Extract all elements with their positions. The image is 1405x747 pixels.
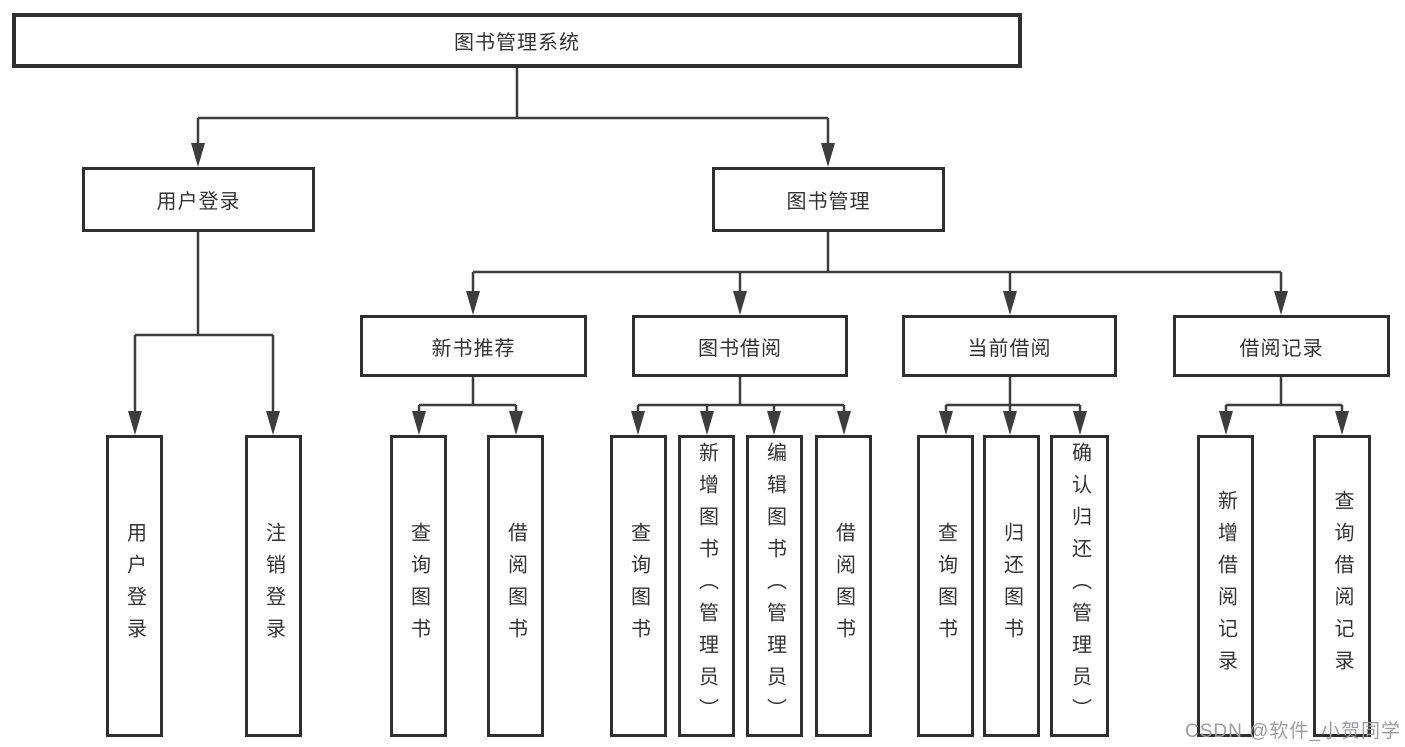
node-borrowing-records-label: 借阅记录 [1239, 337, 1324, 360]
csdn-watermark: CSDN @软件_小贺同学 [1185, 721, 1401, 742]
leaf-borrow-books-label: 借阅图书 [832, 522, 855, 650]
leaf-return-books: 归还图书 [983, 435, 1040, 737]
node-book-borrowing-label: 图书借阅 [698, 337, 782, 360]
leaf-confirm-return-admin: 确认归还（管理员） [1050, 435, 1109, 737]
leaf-logout: 注销登录 [245, 435, 302, 737]
leaf-add-borrow-record-label: 新增借阅记录 [1214, 490, 1237, 682]
leaf-return-books-label: 归还图书 [1000, 522, 1023, 650]
leaf-query-books-borrow: 查询图书 [610, 435, 667, 737]
leaf-user-login: 用户登录 [106, 435, 163, 737]
leaf-borrow-books: 借阅图书 [815, 435, 872, 737]
leaf-query-books-recommend-label: 查询图书 [407, 522, 430, 650]
leaf-add-books-admin: 新增图书（管理员） [678, 435, 735, 737]
leaf-query-books-current-label: 查询图书 [934, 522, 957, 650]
node-user-login: 用户登录 [82, 167, 315, 232]
leaf-query-borrow-record: 查询借阅记录 [1313, 435, 1371, 737]
leaf-query-books-recommend: 查询图书 [390, 435, 447, 737]
leaf-add-books-admin-label: 新增图书（管理员） [695, 442, 718, 730]
leaf-query-books-current: 查询图书 [917, 435, 974, 737]
leaf-logout-label: 注销登录 [262, 522, 285, 650]
node-borrowing-records: 借阅记录 [1173, 315, 1390, 377]
leaf-add-borrow-record: 新增借阅记录 [1197, 435, 1254, 737]
leaf-edit-books-admin-label: 编辑图书（管理员） [763, 442, 786, 730]
node-book-borrowing: 图书借阅 [632, 315, 848, 377]
node-new-book-recommend-label: 新书推荐 [431, 337, 516, 360]
leaf-borrow-books-recommend-label: 借阅图书 [504, 522, 527, 650]
node-user-login-label: 用户登录 [156, 191, 241, 213]
node-book-management-label: 图书管理 [786, 191, 871, 213]
leaf-confirm-return-admin-label: 确认归还（管理员） [1068, 442, 1091, 730]
node-current-borrowing-label: 当前借阅 [967, 337, 1052, 360]
node-library-system-label: 图书管理系统 [454, 32, 580, 54]
leaf-borrow-books-recommend: 借阅图书 [487, 435, 544, 737]
node-library-system: 图书管理系统 [12, 13, 1022, 68]
node-current-borrowing: 当前借阅 [902, 315, 1117, 377]
node-book-management: 图书管理 [712, 167, 945, 232]
leaf-query-books-borrow-label: 查询图书 [627, 522, 650, 650]
leaf-query-borrow-record-label: 查询借阅记录 [1331, 490, 1353, 682]
leaf-edit-books-admin: 编辑图书（管理员） [746, 435, 803, 737]
leaf-user-login-label: 用户登录 [123, 522, 146, 650]
node-new-book-recommend: 新书推荐 [360, 315, 587, 377]
